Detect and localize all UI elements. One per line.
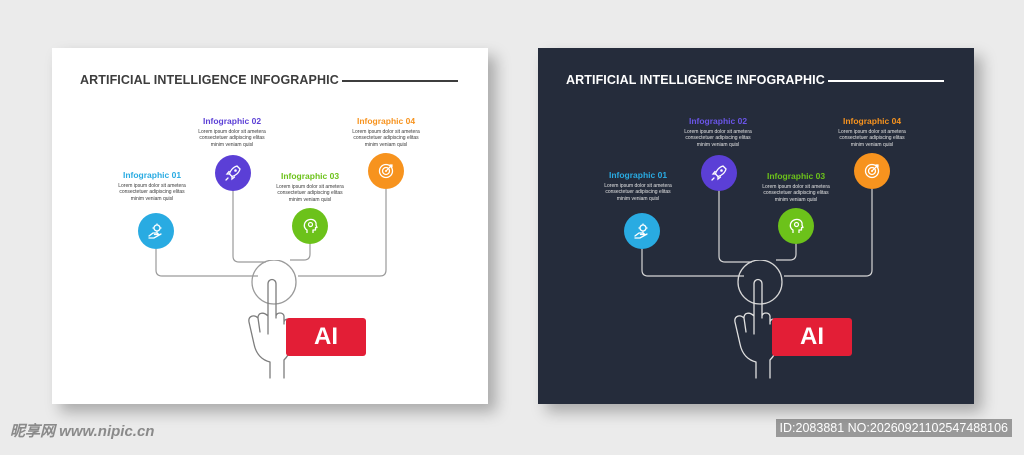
node-3 — [292, 208, 328, 244]
item-title: Infographic 04 — [842, 116, 902, 126]
target-icon — [864, 163, 880, 179]
target-icon — [378, 163, 394, 179]
infographic-card-dark: ARTIFICIAL INTELLIGENCE INFOGRAPHIC Info… — [538, 48, 974, 404]
infographic-item-1: Infographic 01 Lorem ipsum dolor sit ame… — [596, 170, 680, 202]
infographic-item-1: Infographic 01 Lorem ipsum dolor sit ame… — [110, 170, 194, 202]
head-gear-icon — [789, 218, 804, 233]
node-3 — [778, 208, 814, 244]
card-title: ARTIFICIAL INTELLIGENCE INFOGRAPHIC — [566, 73, 825, 87]
ai-badge: AI — [772, 318, 852, 356]
card-title: ARTIFICIAL INTELLIGENCE INFOGRAPHIC — [80, 73, 339, 87]
infographic-card-light: ARTIFICIAL INTELLIGENCE INFOGRAPHIC Info… — [52, 48, 488, 404]
node-4 — [368, 153, 404, 189]
connector-lines — [641, 189, 873, 277]
item-title: Infographic 04 — [356, 116, 416, 126]
node-1 — [138, 213, 174, 249]
infographic-item-2: Infographic 02 Lorem ipsum dolor sit ame… — [190, 116, 274, 148]
infographic-item-3: Infographic 03 Lorem ipsum dolor sit ame… — [754, 171, 838, 203]
node-4 — [854, 153, 890, 189]
watermark-id: ID:2083881 NO:20260921102547488106 — [775, 419, 1012, 437]
item-title: Infographic 03 — [280, 171, 340, 181]
item-title: Infographic 02 — [202, 116, 262, 126]
infographic-item-2: Infographic 02 Lorem ipsum dolor sit ame… — [676, 116, 760, 148]
item-title: Infographic 01 — [608, 170, 668, 180]
watermark-site: 昵享网 www.nipic.cn — [10, 423, 155, 440]
title-divider — [342, 80, 458, 82]
connector-lines — [155, 189, 387, 277]
infographic-item-3: Infographic 03 Lorem ipsum dolor sit ame… — [268, 171, 352, 203]
item-title: Infographic 01 — [122, 170, 182, 180]
title-divider — [828, 80, 944, 82]
item-title: Infographic 02 — [688, 116, 748, 126]
rocket-icon — [711, 165, 727, 181]
ai-badge: AI — [286, 318, 366, 356]
hand-gear-icon — [148, 223, 162, 239]
item-title: Infographic 03 — [766, 171, 826, 181]
node-2 — [701, 155, 737, 191]
rocket-icon — [225, 165, 241, 181]
infographic-item-4: Infographic 04 Lorem ipsum dolor sit ame… — [830, 116, 914, 148]
infographic-item-4: Infographic 04 Lorem ipsum dolor sit ame… — [344, 116, 428, 148]
node-2 — [215, 155, 251, 191]
hand-gear-icon — [634, 223, 648, 239]
head-gear-icon — [303, 218, 318, 233]
node-1 — [624, 213, 660, 249]
